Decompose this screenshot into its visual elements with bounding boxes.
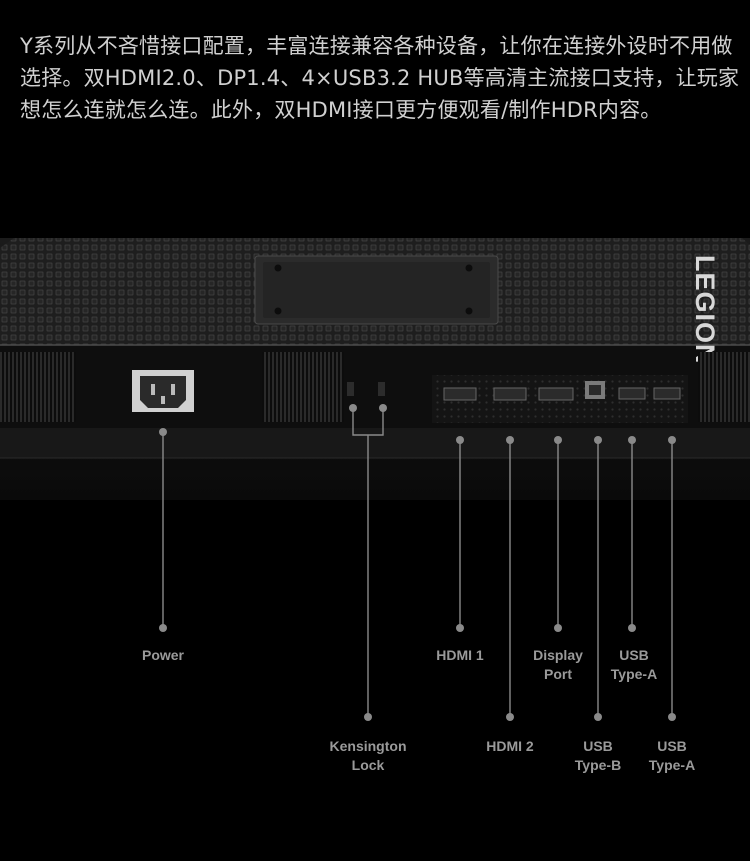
vesa-mount-plate <box>254 255 499 325</box>
hdmi1-port <box>443 387 477 401</box>
io-panel <box>432 375 688 423</box>
label-power: Power <box>141 647 184 663</box>
vent-left <box>0 352 76 422</box>
label-usb-type-b: USB Type-B <box>574 738 622 773</box>
vent-right <box>698 352 750 422</box>
intro-paragraph: Y系列从不吝惜接口配置，丰富连接兼容各种设备，让你在连接外设时不用做选择。双HD… <box>20 34 740 122</box>
callout-lines <box>159 404 676 721</box>
label-kensington-lock: Kensington Lock <box>329 738 407 773</box>
label-usb-type-a-2: USB Type-A <box>648 738 696 773</box>
label-displayport: Display Port <box>533 647 583 682</box>
label-usb-type-a-1: USB Type-A <box>610 647 658 682</box>
usb-a1-port <box>618 387 646 400</box>
hdmi2-port <box>493 387 527 401</box>
power-socket <box>132 370 194 412</box>
displayport-port <box>538 387 574 401</box>
usb-a2-port <box>653 387 681 400</box>
kensington-slot <box>347 382 354 396</box>
label-hdmi2: HDMI 2 <box>486 738 534 754</box>
label-hdmi1: HDMI 1 <box>436 647 484 663</box>
vent-center <box>262 352 344 422</box>
legion-logo: LEGION <box>690 255 720 365</box>
kensington-slot <box>378 382 385 396</box>
